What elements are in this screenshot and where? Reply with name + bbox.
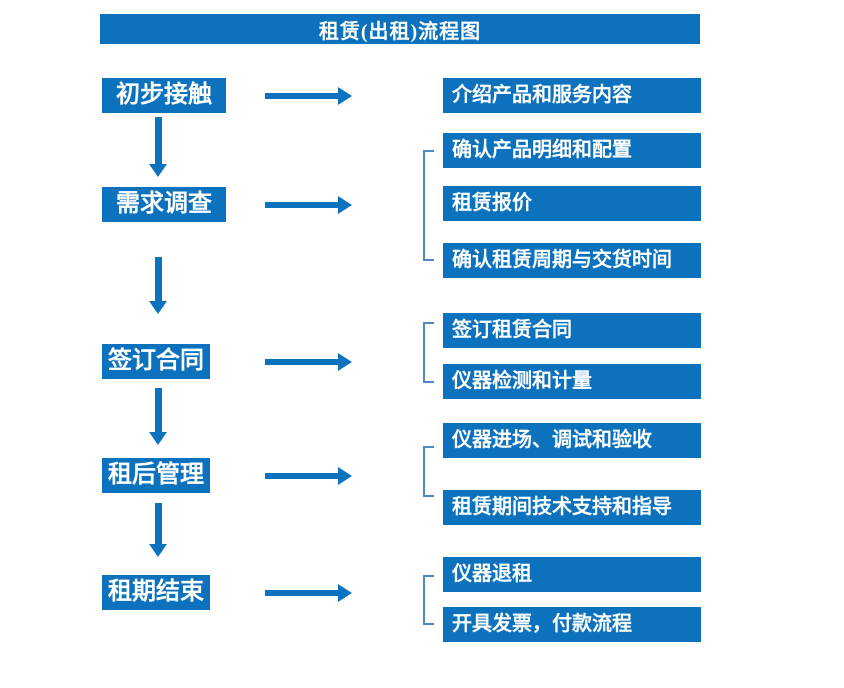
right-arrow-connector — [265, 467, 352, 485]
flow-step-box: 租后管理 — [102, 458, 210, 493]
arrow-head-icon — [149, 164, 167, 177]
arrow-head-icon — [338, 353, 352, 371]
arrow-shaft — [154, 257, 162, 301]
right-arrow-connector — [265, 87, 352, 105]
detail-box: 签订租赁合同 — [443, 313, 701, 348]
down-arrow-connector — [149, 388, 167, 445]
arrow-shaft — [265, 202, 338, 208]
detail-box: 确认租赁周期与交货时间 — [443, 243, 701, 278]
detail-box: 仪器进场、调试和验收 — [443, 423, 701, 458]
right-arrow-connector — [265, 353, 352, 371]
detail-box: 仪器退租 — [443, 557, 701, 592]
arrow-head-icon — [338, 584, 352, 602]
arrow-shaft — [265, 359, 338, 365]
arrow-shaft — [154, 117, 162, 164]
flow-step-box: 签订合同 — [102, 344, 210, 379]
detail-box: 租赁报价 — [443, 186, 701, 221]
down-arrow-connector — [149, 117, 167, 177]
bracket-connector — [423, 150, 434, 261]
bracket-connector — [423, 322, 434, 383]
detail-box: 仪器检测和计量 — [443, 364, 701, 399]
flow-step-box: 需求调查 — [102, 187, 226, 222]
arrow-shaft — [154, 503, 162, 544]
detail-box: 开具发票，付款流程 — [443, 607, 701, 642]
down-arrow-connector — [149, 503, 167, 557]
title-bar: 租赁(出租)流程图 — [100, 14, 700, 44]
detail-box: 租赁期间技术支持和指导 — [443, 490, 701, 525]
arrow-head-icon — [338, 87, 352, 105]
detail-box: 介绍产品和服务内容 — [443, 78, 701, 113]
flow-step-box: 初步接触 — [102, 78, 226, 113]
arrow-head-icon — [149, 544, 167, 557]
arrow-head-icon — [149, 432, 167, 445]
flow-step-box: 租期结束 — [102, 575, 210, 610]
detail-box: 确认产品明细和配置 — [443, 133, 701, 168]
arrow-shaft — [265, 590, 338, 596]
arrow-head-icon — [338, 467, 352, 485]
bracket-connector — [423, 575, 434, 625]
bracket-connector — [423, 446, 434, 497]
arrow-shaft — [154, 388, 162, 432]
arrow-shaft — [265, 473, 338, 479]
arrow-head-icon — [338, 196, 352, 214]
arrow-shaft — [265, 93, 338, 99]
right-arrow-connector — [265, 196, 352, 214]
down-arrow-connector — [149, 257, 167, 314]
right-arrow-connector — [265, 584, 352, 602]
page-title: 租赁(出租)流程图 — [318, 20, 482, 43]
arrow-head-icon — [149, 301, 167, 314]
